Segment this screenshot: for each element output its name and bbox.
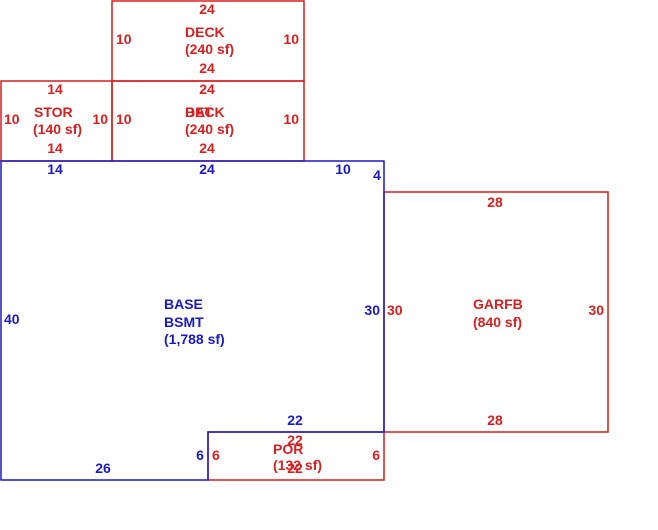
deck-lower-dim-bottom: 24 [199, 140, 215, 156]
garfb-labels: 28 GARFB (840 sf) 30 30 28 [387, 194, 604, 428]
deck-lower-name: DECK [185, 104, 225, 120]
deck-top-dim-left: 10 [116, 31, 132, 47]
base-dim-notch: 6 [196, 447, 204, 463]
deck-lower-dim-top: 24 [199, 81, 215, 97]
deck-top-dim-top: 24 [199, 1, 215, 17]
base-labels: 14 24 10 4 BASE BSMT (1,788 sf) 40 30 22… [4, 161, 381, 476]
base-dim-right-top: 4 [373, 167, 381, 183]
garfb-dim-top: 28 [487, 194, 503, 210]
base-dim-bottom-inner: 22 [287, 412, 303, 428]
base-dim-right: 30 [364, 302, 380, 318]
por-labels: 22 POR (132 sf) 22 6 6 [212, 432, 380, 476]
por-dim-left: 6 [212, 447, 220, 463]
garfb-area: (840 sf) [473, 314, 522, 330]
stor-name: STOR [34, 104, 73, 120]
garfb-dim-left: 30 [387, 302, 403, 318]
base-dim-bottom: 26 [95, 460, 111, 476]
base-area: (1,788 sf) [164, 331, 225, 347]
deck-top-dim-bottom: 24 [199, 60, 215, 76]
por-area: (132 sf) [273, 457, 322, 473]
deck-lower-labels: 24 BAT DECK (240 sf) 10 10 24 [116, 81, 299, 156]
deck-top-labels: 24 DECK (240 sf) 10 10 24 [116, 1, 299, 76]
base-dim-left: 40 [4, 311, 20, 327]
stor-dim-left: 10 [4, 111, 20, 127]
base-name: BASE [164, 296, 203, 312]
bat-name: BAT [185, 104, 213, 120]
base-outline [0, 160, 385, 481]
stor-dim-top: 14 [47, 81, 63, 97]
deck-lower-dim-right: 10 [283, 111, 299, 127]
garfb-dim-right: 30 [588, 302, 604, 318]
garfb-outline [383, 191, 609, 433]
garfb-name: GARFB [473, 296, 523, 312]
por-name: POR [273, 441, 303, 457]
deck-lower-dim-left: 10 [116, 111, 132, 127]
red-outlines [0, 0, 609, 481]
base-dim-top-mid: 24 [199, 161, 215, 177]
stor-dim-bottom: 14 [47, 140, 63, 156]
base-dim-top-right: 10 [335, 161, 351, 177]
base-dim-top-left: 14 [47, 161, 63, 177]
por-dim-right: 6 [372, 447, 380, 463]
deck-top-name: DECK [185, 24, 225, 40]
stor-area: (140 sf) [33, 121, 82, 137]
stor-dim-right: 10 [92, 111, 108, 127]
deck-lower-area: (240 sf) [185, 121, 234, 137]
deck-top-area: (240 sf) [185, 41, 234, 57]
por-dim-bottom: 22 [287, 460, 303, 476]
deck-top-dim-right: 10 [283, 31, 299, 47]
por-dim-top: 22 [287, 432, 303, 448]
bsmt-name: BSMT [164, 314, 204, 330]
garfb-dim-bottom: 28 [487, 412, 503, 428]
stor-labels: 14 STOR (140 sf) 10 10 14 [4, 81, 108, 156]
